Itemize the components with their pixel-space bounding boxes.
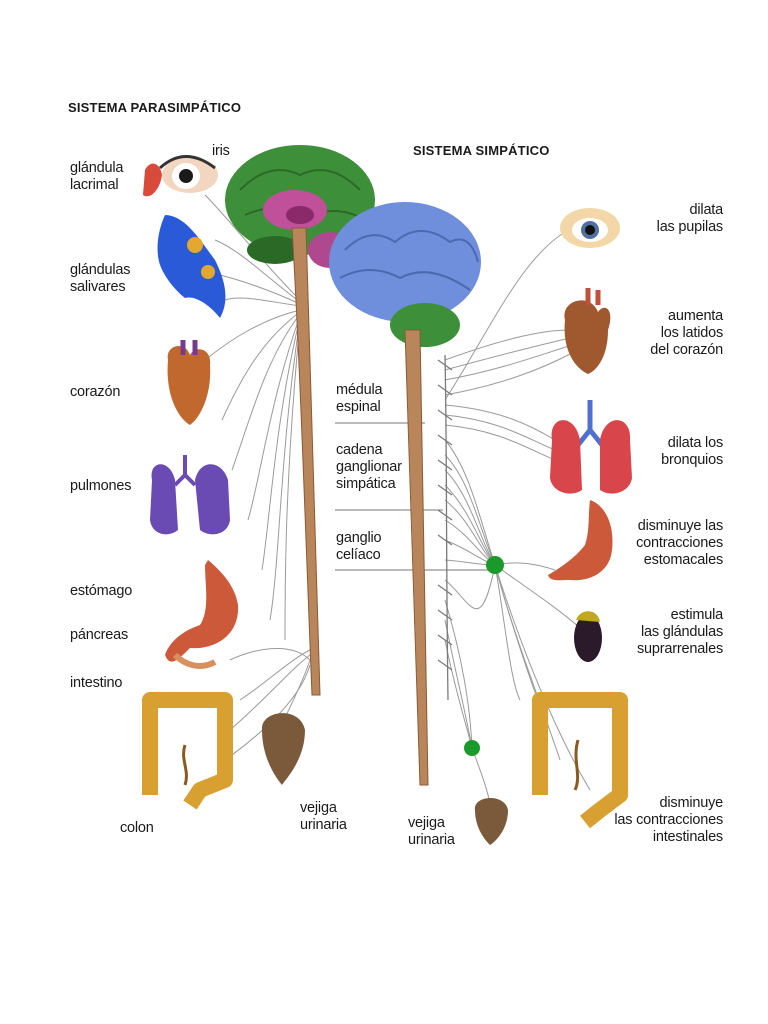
label-ganglion-chain: cadena ganglionar simpática bbox=[336, 442, 402, 492]
lacrimal-gland-icon bbox=[143, 163, 162, 197]
spinal-cord-right bbox=[404, 329, 429, 786]
heart-icon bbox=[167, 340, 211, 425]
parasympathetic-title: SISTEMA PARASIMPÁTICO bbox=[68, 100, 242, 115]
lungs-icon bbox=[150, 455, 230, 535]
sympathetic-bladder-icon bbox=[474, 797, 508, 845]
sympathetic-eye-icon bbox=[560, 208, 620, 248]
label-celiac-ganglion: ganglio celíaco bbox=[336, 530, 382, 563]
eye-icon bbox=[158, 155, 218, 193]
label-decrease-intestinal: disminuye las contracciones intestinales bbox=[614, 795, 723, 845]
label-salivary-glands: glándulas salivares bbox=[70, 262, 131, 295]
label-colon: colon bbox=[120, 820, 154, 836]
label-dilate-bronchi: dilata los bronquios bbox=[661, 435, 723, 468]
stomach-icon bbox=[165, 560, 239, 669]
mesenteric-ganglion bbox=[464, 740, 480, 756]
label-bladder-para: vejiga urinaria bbox=[300, 800, 347, 833]
label-intestine: intestino bbox=[70, 675, 123, 691]
colon-icon bbox=[142, 692, 233, 810]
brain-right bbox=[329, 202, 481, 347]
sympathetic-lungs-icon bbox=[550, 400, 632, 494]
sympathetic-title: SISTEMA SIMPÁTICO bbox=[413, 143, 550, 158]
celiac-ganglion bbox=[486, 556, 504, 574]
sympathetic-colon-icon bbox=[532, 692, 628, 829]
sympathetic-colon-inner bbox=[573, 739, 580, 791]
spinal-cord-left bbox=[291, 227, 321, 696]
label-pancreas: páncreas bbox=[70, 627, 129, 643]
label-lacrimal-gland: glándula lacrimal bbox=[70, 160, 124, 193]
ganglion-chain bbox=[437, 354, 453, 701]
label-heart-para: corazón bbox=[70, 384, 121, 400]
label-iris: iris bbox=[212, 143, 230, 159]
label-bladder-symp: vejiga urinaria bbox=[408, 815, 455, 848]
label-dilate-pupils: dilata las pupilas bbox=[656, 202, 724, 235]
brain-left bbox=[225, 145, 375, 268]
label-lungs-para: pulmones bbox=[70, 478, 132, 494]
sympathetic-stomach-icon bbox=[548, 500, 613, 581]
head-profile-icon bbox=[157, 215, 226, 318]
label-increase-heartbeat: aumenta los latidos del corazón bbox=[650, 308, 723, 358]
label-stimulate-adrenal: estimula las glándulas suprarrenales bbox=[636, 607, 723, 657]
bladder-icon bbox=[261, 713, 305, 785]
sympathetic-heart-icon bbox=[564, 288, 611, 374]
colon-inner-left bbox=[182, 744, 188, 786]
adrenal-gland-icon bbox=[574, 611, 602, 662]
label-spinal-cord: médula espinal bbox=[336, 382, 383, 415]
label-decrease-stomach: disminuye las contracciones estomacales bbox=[636, 518, 723, 568]
label-stomach-para: estómago bbox=[70, 583, 133, 599]
